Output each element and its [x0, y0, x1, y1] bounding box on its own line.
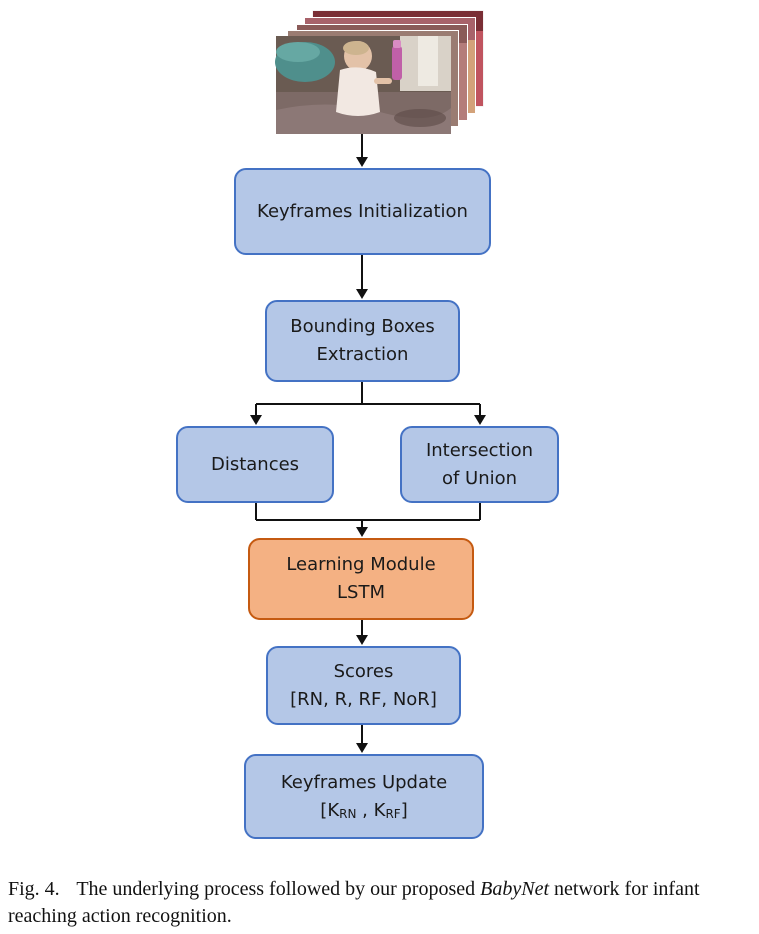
distances-label: Distances: [210, 453, 300, 475]
bounding-boxes-label-line2: Extraction: [316, 344, 409, 365]
update-k1: K: [327, 799, 340, 821]
scores-label-line2: [RN, R, RF, NoR]: [290, 688, 437, 710]
iou-label-line1: Intersection: [425, 439, 534, 461]
frame-front: [275, 36, 451, 134]
caption-text-after: network for infant reaching action recog…: [8, 878, 700, 927]
arrowheads: [250, 157, 486, 753]
update-k2-sub: RF: [385, 806, 401, 821]
process-diagram: Keyframes Initialization Bounding Boxes …: [176, 9, 559, 839]
update-k1-sub: RN: [339, 806, 357, 821]
intersection-of-union-node: Intersection of Union: [400, 426, 559, 503]
bounding-boxes-extraction-node: Bounding Boxes Extraction: [265, 300, 460, 382]
keyframes-initialization-node: Keyframes Initialization: [234, 168, 491, 255]
figure-caption: Fig. 4. The underlying process followed …: [8, 876, 753, 930]
caption-text-before: The underlying process followed by our p…: [76, 878, 476, 900]
learning-module-label-line2: LSTM: [337, 582, 385, 603]
caption-network-name: BabyNet: [480, 878, 550, 900]
video-frames-image: [250, 9, 486, 753]
iou-label-line2: of Union: [441, 467, 518, 489]
caption-label: Fig. 4.: [8, 878, 60, 900]
keyframes-initialization-label: Keyframes Initialization: [257, 200, 468, 222]
update-k2: K: [373, 799, 386, 821]
scores-node: Scores [RN, R, RF, NoR]: [266, 646, 461, 725]
learning-module-node: Learning Module LSTM: [248, 538, 474, 620]
keyframes-update-label-line1: Keyframes Update: [280, 771, 448, 793]
keyframes-update-node: Keyframes Update [KRN , KRF]: [244, 754, 484, 839]
connectors: [255, 134, 481, 744]
bounding-boxes-label-line1: Bounding Boxes: [290, 316, 435, 337]
scores-label-line1: Scores: [333, 660, 394, 682]
learning-module-label-line1: Learning Module: [286, 554, 436, 575]
distances-node: Distances: [176, 426, 334, 503]
keyframes-update-label-line2: [KRN , KRF]: [320, 799, 408, 821]
